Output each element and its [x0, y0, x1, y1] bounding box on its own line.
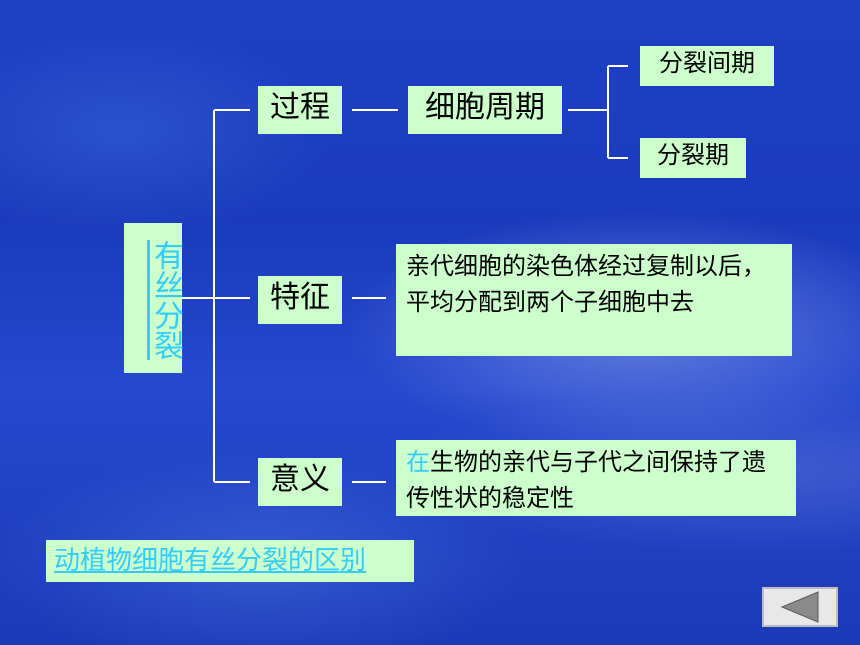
meaning-first-char: 在	[406, 448, 430, 476]
feature-description: 亲代细胞的染色体经过复制以后，平均分配到两个子细胞中去	[396, 244, 792, 356]
root-node-mitosis[interactable]: 有丝分裂	[124, 223, 183, 373]
node-cell-cycle: 细胞周期	[408, 86, 562, 134]
node-meaning: 意义	[258, 458, 342, 506]
meaning-rest: 生物的亲代与子代之间保持了遗传性状的稳定性	[406, 448, 766, 512]
node-interphase: 分裂间期	[640, 46, 774, 86]
left-triangle-icon	[780, 591, 819, 623]
back-button[interactable]	[762, 587, 838, 627]
node-feature: 特征	[258, 276, 342, 324]
node-process: 过程	[258, 86, 342, 134]
node-division-phase: 分裂期	[640, 138, 746, 178]
comparison-link[interactable]: 动植物细胞有丝分裂的区别	[46, 540, 414, 582]
meaning-description: 在生物的亲代与子代之间保持了遗传性状的稳定性	[396, 440, 796, 516]
